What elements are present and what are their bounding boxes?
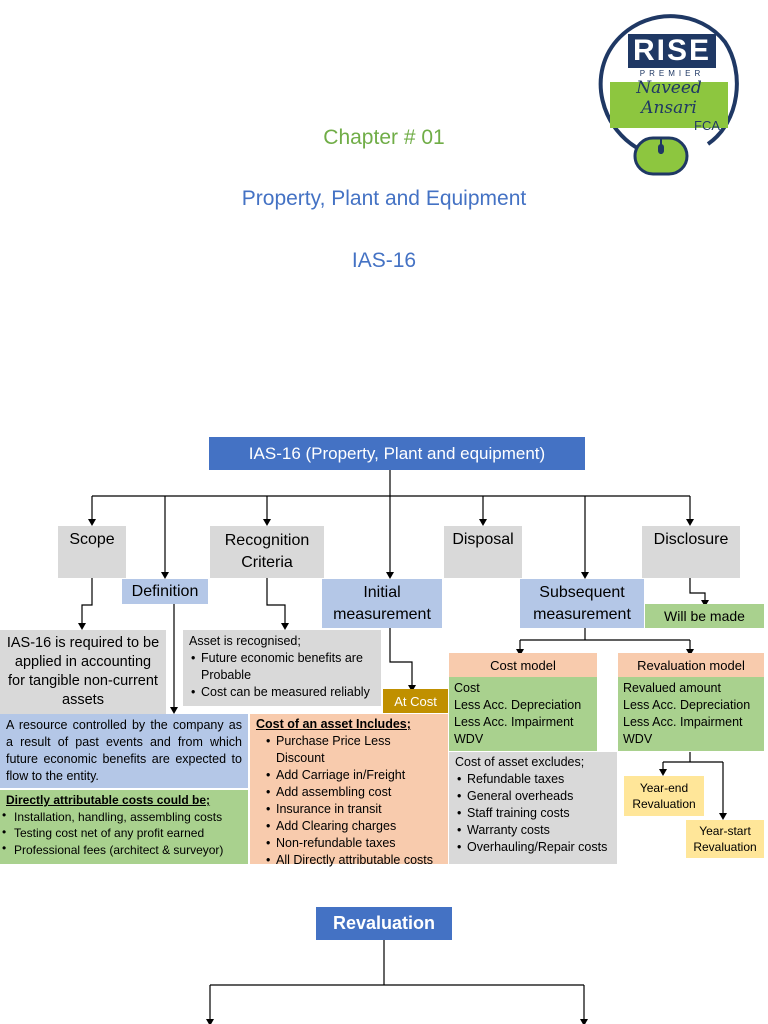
recognition-text: Asset is recognised; Future economic ben… xyxy=(183,630,381,706)
logo-signature: Naveed Ansari xyxy=(636,77,702,118)
cost-includes-item: Insurance in transit xyxy=(266,801,442,818)
root-node: IAS-16 (Property, Plant and equipment) xyxy=(209,437,585,470)
cost-excludes-item: Staff training costs xyxy=(457,805,611,822)
subject-heading: Property, Plant and Equipment xyxy=(241,187,527,210)
logo-signature-band: Naveed Ansari FCA xyxy=(610,78,728,133)
cost-model-box: Cost Less Acc. Depreciation Less Acc. Im… xyxy=(449,677,597,751)
year-end-revaluation-node: Year-end Revaluation xyxy=(624,776,704,816)
recognition-node: Recognition Criteria xyxy=(210,526,324,578)
bullet-dots: ••• xyxy=(2,808,7,855)
cost-includes-heading: Cost of an asset Includes; xyxy=(256,717,411,731)
cost-model-line: WDV xyxy=(454,732,484,746)
scope-node: Scope xyxy=(58,526,126,578)
cost-includes-item: Non-refundable taxes xyxy=(266,835,442,852)
recognition-item: Cost can be measured reliably xyxy=(191,684,375,701)
cost-excludes-box: Cost of asset excludes; Refundable taxes… xyxy=(449,752,617,864)
revaluation-model-line: Less Acc. Impairment xyxy=(623,715,743,729)
chapter-heading: Chapter # 01 xyxy=(323,126,445,149)
will-be-made-node: Will be made xyxy=(645,604,764,628)
revaluation-heading: Revaluation xyxy=(316,907,452,940)
directly-attributable-box: Directly attributable costs could be; In… xyxy=(0,790,248,864)
cost-includes-item: Purchase Price Less Discount xyxy=(266,733,442,767)
disclosure-node: Disclosure xyxy=(642,526,740,578)
logo: RISE PREMIER Naveed Ansari FCA xyxy=(590,12,740,182)
subsequent-measurement-node: Subsequent measurement xyxy=(520,579,644,628)
recognition-intro: Asset is recognised; xyxy=(189,634,301,648)
cost-excludes-intro: Cost of asset excludes; xyxy=(455,755,585,769)
cost-excludes-item: Overhauling/Repair costs xyxy=(457,839,611,856)
directly-attributable-item: Installation, handling, assembling costs xyxy=(14,809,223,824)
cost-excludes-item: General overheads xyxy=(457,788,611,805)
initial-measurement-node: Initial measurement xyxy=(322,579,442,628)
revaluation-model-box: Revalued amount Less Acc. Depreciation L… xyxy=(618,677,764,751)
cost-model-line: Cost xyxy=(454,681,480,695)
directly-attributable-heading: Directly attributable costs could be; xyxy=(6,793,211,807)
cost-model-line: Less Acc. Depreciation xyxy=(454,698,582,712)
cost-excludes-item: Refundable taxes xyxy=(457,771,611,788)
directly-attributable-item: Testing cost net of any profit earned xyxy=(14,826,205,840)
revaluation-model-title: Revaluation model xyxy=(618,653,764,677)
recognition-item: Future economic benefits are Probable xyxy=(191,650,375,684)
cost-includes-item: Add assembling cost xyxy=(266,784,442,801)
cost-model-line: Less Acc. Impairment xyxy=(454,715,574,729)
cost-excludes-item: Warranty costs xyxy=(457,822,611,839)
cost-includes-item: Add Clearing charges xyxy=(266,818,442,835)
directly-attributable-item: Professional fees (architect & surveyor) xyxy=(14,842,224,857)
logo-sub: PREMIER xyxy=(639,68,705,78)
logo-mouse-icon xyxy=(598,14,739,176)
cost-includes-box: Cost of an asset Includes; Purchase Pric… xyxy=(250,714,448,869)
scope-text: IAS-16 is required to be applied in acco… xyxy=(0,630,166,714)
standard-heading: IAS-16 xyxy=(351,249,417,272)
cost-includes-item: All Directly attributable costs xyxy=(266,852,442,869)
year-start-revaluation-node: Year-start Revaluation xyxy=(686,820,764,858)
definition-node: Definition xyxy=(122,579,208,604)
at-cost-node: At Cost xyxy=(383,689,448,713)
revaluation-model-line: Revalued amount xyxy=(623,681,721,695)
disposal-node: Disposal xyxy=(444,526,522,578)
revaluation-model-line: Less Acc. Depreciation xyxy=(623,698,751,712)
definition-text: A resource controlled by the company as … xyxy=(0,714,248,788)
cost-model-title: Cost model xyxy=(449,653,597,677)
logo-credential: FCA xyxy=(694,117,720,133)
revaluation-model-line: WDV xyxy=(623,732,653,746)
cost-includes-item: Add Carriage in/Freight xyxy=(266,767,442,784)
logo-brand: RISE xyxy=(628,34,716,68)
